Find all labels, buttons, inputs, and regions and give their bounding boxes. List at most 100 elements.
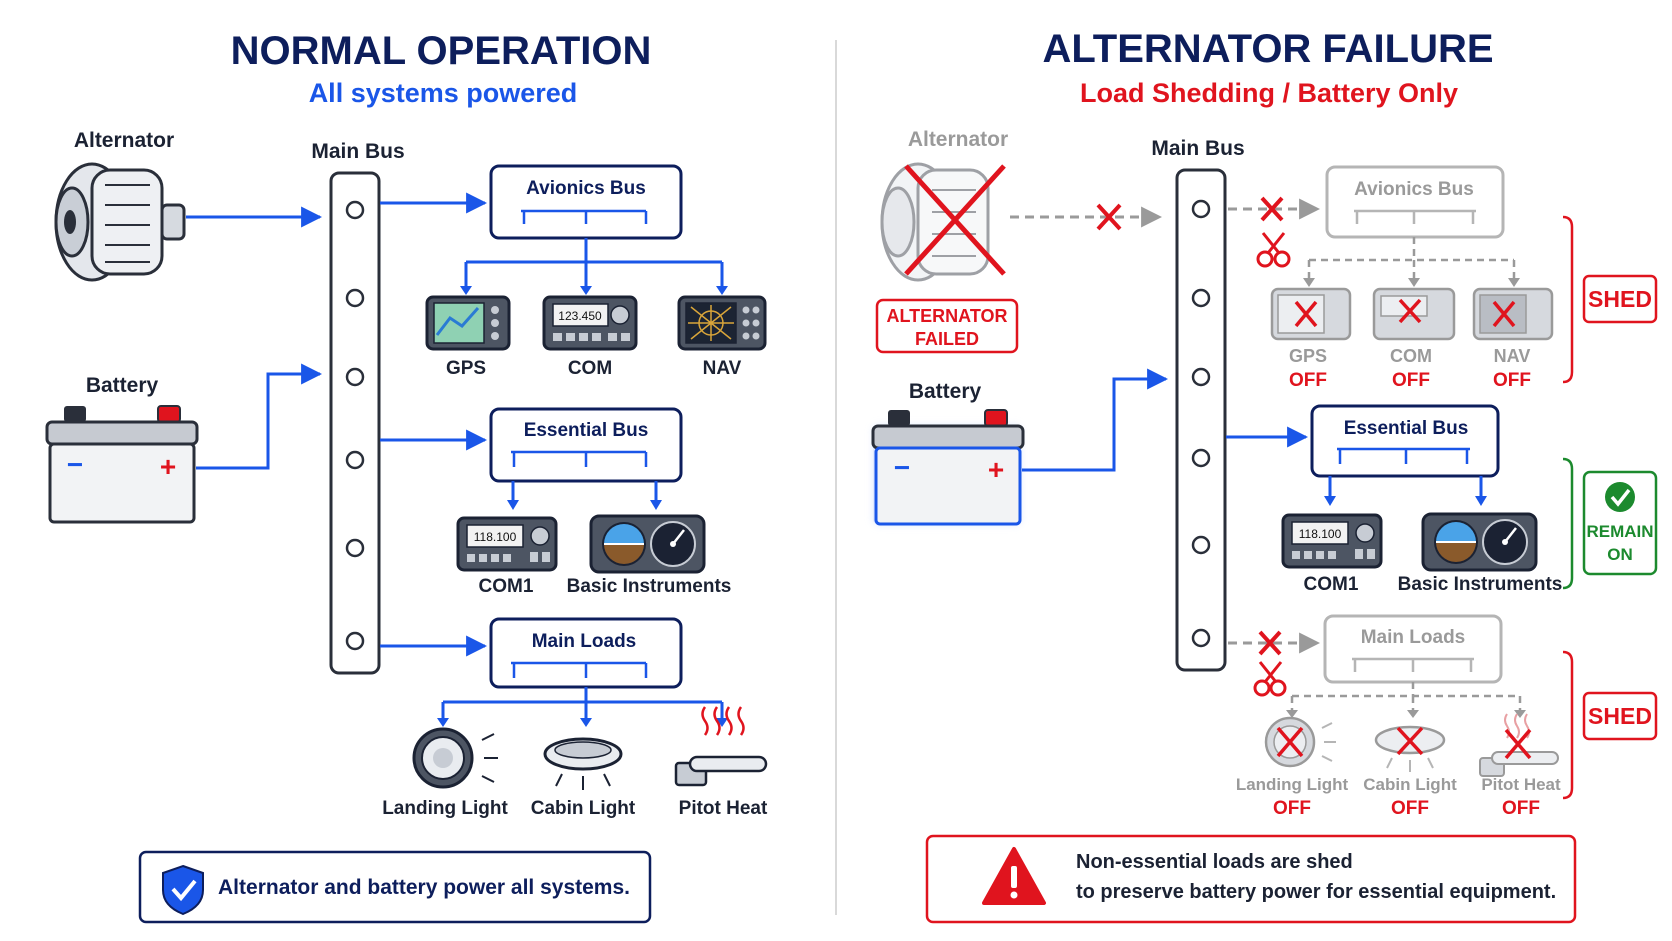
left-title: NORMAL OPERATION	[231, 29, 652, 73]
pitot-heat-icon	[674, 706, 768, 787]
shed-nav-label: NAV	[1494, 346, 1531, 366]
right-footer-box: Non-essential loads are shed to preserve…	[925, 834, 1577, 924]
main-loads-box: Main Loads	[489, 617, 683, 689]
essential-bus-box: Essential Bus	[489, 407, 683, 483]
left-footer-box: Alternator and battery power all systems…	[138, 850, 652, 924]
remain-on-bracket	[1562, 457, 1574, 590]
right-main-loads-label: Main Loads	[1361, 627, 1466, 648]
nav-icon	[677, 295, 767, 351]
shed-landing-light-status: OFF	[1273, 798, 1311, 819]
cabin-light-label: Cabin Light	[531, 798, 636, 819]
avionics-branch-lines	[464, 238, 724, 288]
mainloads-scissors-icon	[1253, 661, 1287, 697]
right-com1-label: COM1	[1304, 574, 1359, 595]
shed-nav-status: OFF	[1493, 370, 1531, 391]
gps-label: GPS	[446, 358, 486, 379]
right-avionics-bus-label: Avionics Bus	[1354, 179, 1474, 200]
essential-branch-lines	[511, 481, 658, 502]
avionics-scissors-icon	[1256, 232, 1291, 268]
right-subtitle: Load Shedding / Battery Only	[1080, 78, 1458, 108]
mainloads-branch-lines	[441, 687, 724, 720]
shed-cabin-light-status: OFF	[1391, 798, 1429, 819]
main-bus-terminals	[345, 200, 365, 651]
left-footer-text: Alternator and battery power all systems…	[218, 876, 630, 899]
battery-label: Battery	[86, 374, 159, 397]
com1-radio-icon: 118.100	[456, 516, 558, 572]
right-essential-bus-box: Essential Bus	[1310, 404, 1500, 478]
right-main-bus-bar	[1175, 168, 1227, 672]
shed-pitot-heat-status: OFF	[1502, 798, 1540, 819]
main-bus-label: Main Bus	[311, 140, 404, 163]
shed-badge-bottom-text: SHED	[1588, 703, 1652, 729]
right-mainloads-branch-lines	[1290, 682, 1522, 712]
main-loads-label: Main Loads	[532, 631, 637, 652]
failed-badge-line1: ALTERNATOR	[887, 306, 1008, 326]
shed-com-label: COM	[1390, 346, 1432, 366]
left-subtitle: All systems powered	[309, 78, 578, 108]
shed-gps-icon	[1270, 287, 1352, 341]
avionics-bus-label: Avionics Bus	[526, 178, 646, 199]
alternator-icon	[54, 162, 186, 282]
failed-alternator-icon	[880, 162, 990, 282]
essential-bus-label: Essential Bus	[524, 420, 649, 441]
remain-on-line2: ON	[1607, 545, 1633, 564]
mainloads-cut-cross	[1258, 630, 1282, 656]
right-avionics-branch-lines	[1307, 237, 1516, 280]
right-main-loads-box: Main Loads	[1323, 614, 1503, 684]
right-battery-feed-line	[1022, 368, 1169, 472]
shed-bracket-bottom	[1562, 650, 1574, 800]
pitot-heat-label: Pitot Heat	[679, 798, 768, 819]
shed-badge-bottom: SHED	[1582, 691, 1658, 741]
shed-cabin-light-icon	[1374, 725, 1446, 772]
shed-pitot-heat-label: Pitot Heat	[1481, 775, 1561, 794]
avionics-bus-box: Avionics Bus	[489, 164, 683, 240]
svg-text:+: +	[988, 454, 1004, 485]
right-com1-display: 118.100	[1299, 527, 1342, 541]
right-instruments-icon	[1421, 512, 1538, 572]
right-footer-line2: to preserve battery power for essential …	[1076, 881, 1556, 903]
gps-icon	[425, 295, 511, 351]
right-battery-icon: − +	[871, 409, 1025, 526]
shed-bracket-top	[1562, 215, 1574, 384]
alternator-cross-icon	[904, 164, 1006, 276]
com-radio-icon: 123.450	[542, 295, 638, 351]
svg-text:+: +	[160, 451, 176, 482]
check-circle-icon	[1605, 482, 1635, 512]
remain-on-badge: REMAIN ON	[1582, 470, 1658, 576]
failed-badge: ALTERNATOR FAILED	[875, 298, 1019, 354]
landing-light-label: Landing Light	[382, 798, 508, 819]
svg-text:−: −	[894, 452, 910, 483]
com-display: 123.450	[558, 309, 602, 323]
main-bus-bar	[329, 171, 381, 675]
shield-check-icon	[162, 864, 204, 916]
com1-display: 118.100	[474, 530, 517, 544]
shed-landing-light-icon	[1264, 716, 1336, 768]
avionics-cut-cross	[1260, 196, 1284, 222]
alternator-label: Alternator	[74, 129, 174, 152]
right-main-bus-terminals	[1191, 199, 1211, 648]
shed-cabin-light-label: Cabin Light	[1363, 775, 1457, 794]
shed-com-status: OFF	[1392, 370, 1430, 391]
right-com1-radio-icon: 118.100	[1281, 513, 1383, 569]
right-title: ALTERNATOR FAILURE	[1042, 27, 1493, 71]
right-essential-bus-label: Essential Bus	[1344, 418, 1469, 439]
right-instruments-label: Basic Instruments	[1398, 574, 1563, 595]
right-footer-line1: Non-essential loads are shed	[1076, 851, 1353, 873]
shed-nav-icon	[1472, 287, 1554, 341]
instruments-icon	[589, 514, 706, 574]
battery-icon: − +	[45, 405, 199, 524]
svg-text:−: −	[67, 449, 83, 480]
remain-on-line1: REMAIN	[1586, 522, 1653, 541]
failed-badge-line2: FAILED	[915, 329, 979, 349]
right-avionics-bus-box: Avionics Bus	[1325, 165, 1505, 239]
right-panel: ALTERNATOR FAILURE Load Shedding / Batte…	[871, 27, 1658, 924]
alternator-link-cross	[1096, 203, 1122, 231]
shed-com-icon	[1372, 287, 1456, 341]
landing-light-icon	[412, 727, 498, 789]
left-panel: NORMAL OPERATION All systems powered Alt…	[45, 29, 768, 924]
shed-gps-status: OFF	[1289, 370, 1327, 391]
cabin-light-icon	[543, 737, 623, 790]
shed-gps-label: GPS	[1289, 346, 1327, 366]
right-main-bus-label: Main Bus	[1151, 137, 1244, 160]
